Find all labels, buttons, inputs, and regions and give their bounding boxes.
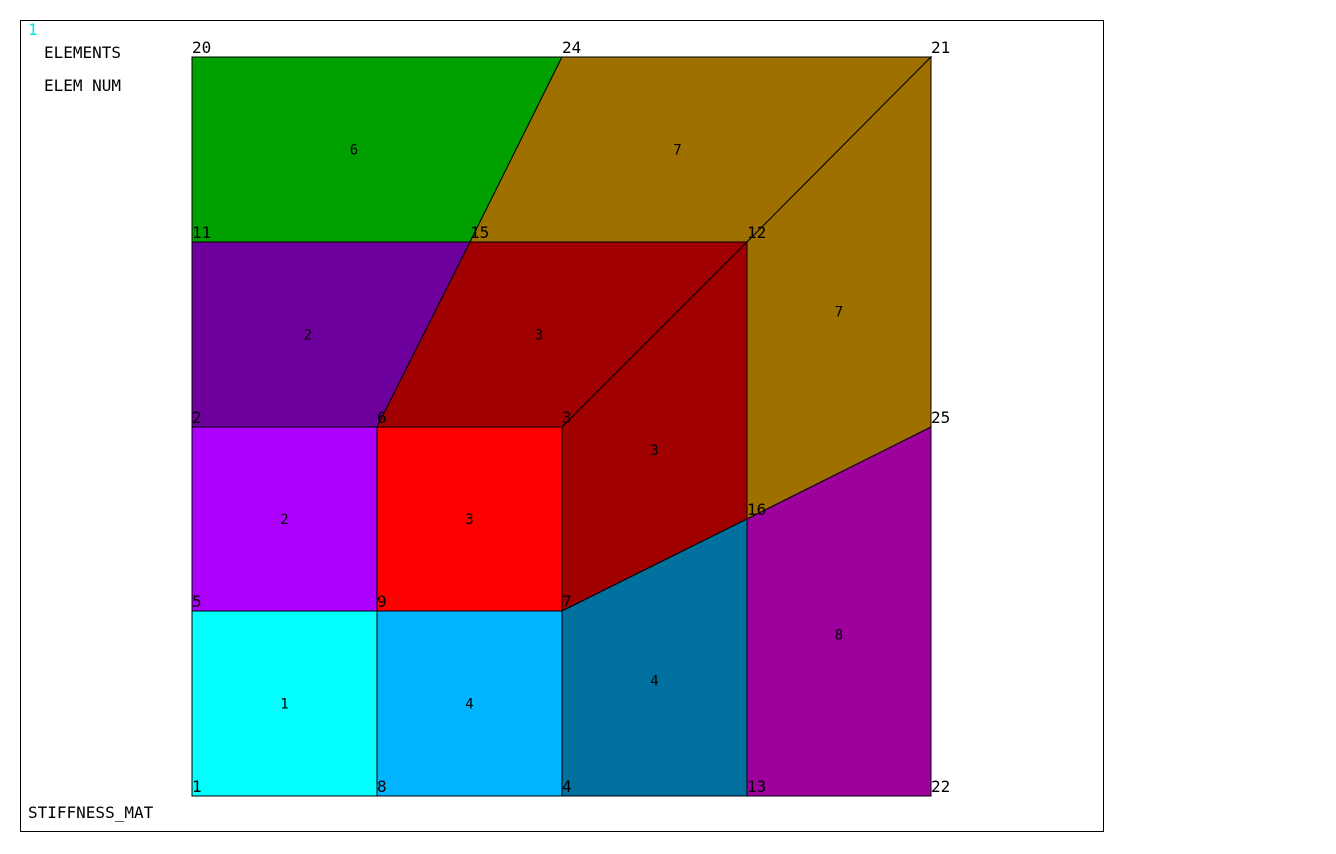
- window-number: 1: [28, 20, 38, 39]
- numbering-label: ELEM NUM: [44, 76, 122, 95]
- element-number-label: 4: [650, 674, 658, 690]
- element-number-label: 7: [673, 143, 681, 159]
- node-number-label: 1: [192, 777, 202, 796]
- element-number-label: 2: [280, 512, 288, 528]
- node-number-label: 13: [747, 777, 766, 796]
- element-number-label: 1: [280, 697, 288, 713]
- node-number-label: 24: [562, 38, 581, 57]
- node-number-label: 7: [562, 592, 572, 611]
- model-title: STIFFNESS_MAT: [28, 803, 154, 822]
- node-number-label: 20: [192, 38, 211, 57]
- node-number-label: 9: [377, 592, 387, 611]
- node-number-label: 16: [747, 500, 766, 519]
- node-number-label: 15: [470, 223, 489, 242]
- node-number-label: 3: [562, 408, 572, 427]
- element-8-quad: [746, 426, 932, 797]
- plot-type-label: ELEMENTS: [44, 43, 122, 62]
- node-number-label: 4: [562, 777, 572, 796]
- element-number-label: 8: [835, 628, 843, 644]
- node-number-label: 22: [931, 777, 950, 796]
- node-number-label: 5: [192, 592, 202, 611]
- element-number-label: 6: [350, 143, 358, 159]
- element-number-label: 7: [835, 304, 843, 320]
- node-number-label: 11: [192, 223, 211, 242]
- element-number-label: 3: [465, 512, 473, 528]
- node-number-label: 12: [747, 223, 766, 242]
- node-number-label: 6: [377, 408, 387, 427]
- element-number-label: 3: [535, 328, 543, 344]
- element-number-label: 3: [650, 443, 658, 459]
- node-number-label: 8: [377, 777, 387, 796]
- element-number-label: 4: [465, 697, 473, 713]
- node-number-label: 21: [931, 38, 950, 57]
- element-number-label: 2: [304, 328, 312, 344]
- node-number-label: 25: [931, 408, 950, 427]
- node-number-label: 2: [192, 408, 202, 427]
